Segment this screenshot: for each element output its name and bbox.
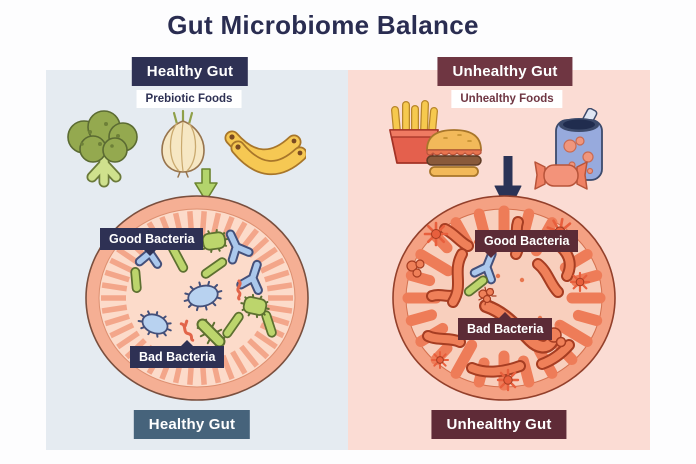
page-title: Gut Microbiome Balance [167, 10, 479, 40]
onion-icon [161, 109, 205, 178]
prebiotic-foods-label: Prebiotic Foods [136, 90, 242, 108]
healthy-gut-footer: Healthy Gut [133, 410, 251, 439]
healthy-gut-header: Healthy Gut [131, 57, 249, 86]
french-fries-icon [389, 100, 439, 164]
broccoli-icon [67, 110, 138, 188]
bad-bacteria-label-left: Bad Bacteria [130, 340, 225, 368]
bananas-icon [224, 130, 306, 175]
green-down-arrow-icon [194, 168, 218, 202]
bad-bacteria-label-right: Bad Bacteria [458, 312, 553, 340]
unhealthy-foods-label: Unhealthy Foods [451, 90, 563, 108]
healthy-gut-illustration [85, 195, 309, 401]
good-bacteria-label-left: Good Bacteria [100, 228, 204, 256]
candy-icon [534, 161, 588, 190]
unhealthy-gut-footer: Unhealthy Gut [431, 410, 567, 439]
unhealthy-gut-header: Unhealthy Gut [437, 57, 573, 86]
hamburger-icon [426, 129, 482, 177]
unhealthy-gut-illustration [392, 195, 616, 401]
good-bacteria-label-right: Good Bacteria [475, 230, 579, 258]
